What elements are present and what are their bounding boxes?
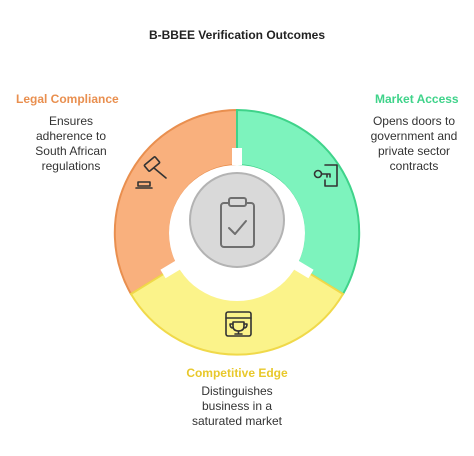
- description-competitive-edge: Distinguishes business in a saturated ma…: [0, 384, 474, 429]
- description-line: private sector: [377, 144, 451, 158]
- label-legal-compliance: Legal Compliance: [16, 92, 119, 106]
- description-line: Opens doors to: [372, 114, 456, 128]
- description-line: adherence to: [35, 129, 107, 143]
- diagram-title: B-BBEE Verification Outcomes: [148, 28, 326, 42]
- description-legal-compliance: Ensures adherence to South African regul…: [12, 114, 130, 174]
- label-competitive-edge: Competitive Edge: [186, 366, 288, 380]
- description-market-access: Opens doors to government and private se…: [355, 114, 473, 174]
- description-line: South African: [35, 144, 107, 158]
- description-line: Distinguishes: [201, 384, 273, 398]
- description-line: contracts: [389, 159, 439, 173]
- description-line: government and: [370, 129, 458, 143]
- description-line: Ensures: [48, 114, 94, 128]
- description-line: business in a: [201, 399, 273, 413]
- clipboard-check-icon: [220, 197, 255, 248]
- description-line: saturated market: [191, 414, 283, 428]
- segment-dividers: [160, 148, 314, 279]
- trophy-window-icon: [225, 311, 252, 337]
- center-hub: [189, 172, 285, 268]
- key-door-icon: [313, 164, 338, 187]
- gavel-icon: [135, 156, 167, 189]
- label-market-access: Market Access: [375, 92, 459, 106]
- description-line: regulations: [41, 159, 101, 173]
